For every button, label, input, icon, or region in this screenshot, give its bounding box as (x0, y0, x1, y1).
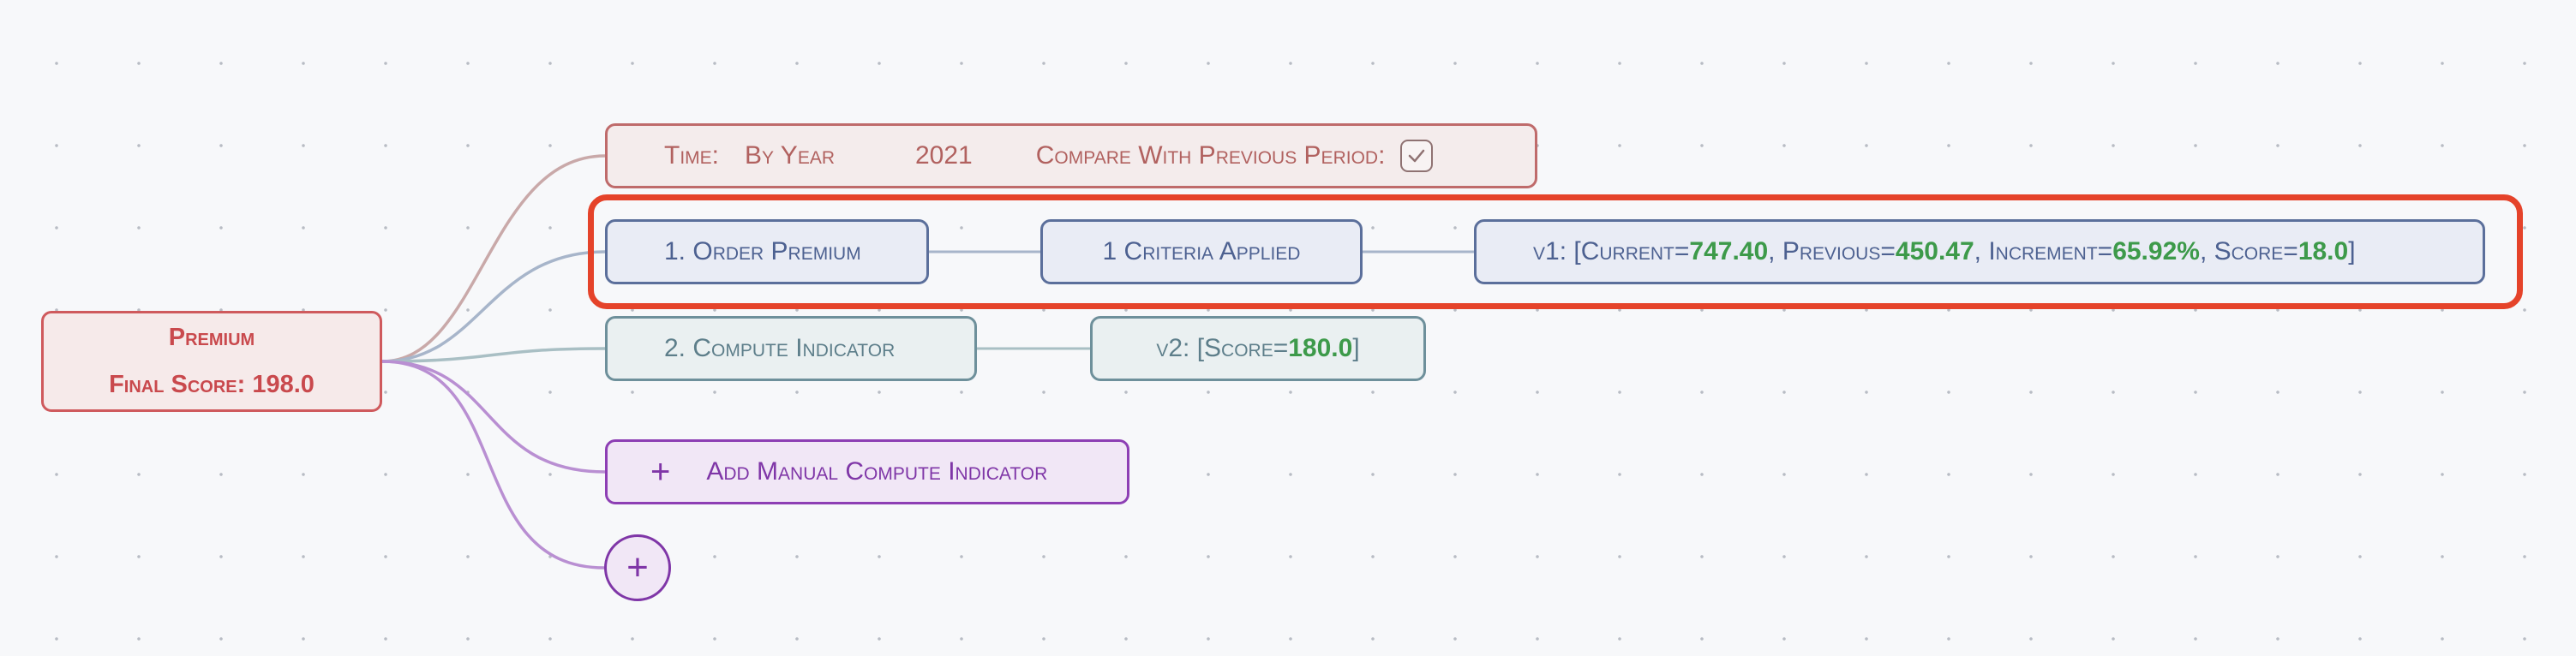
current-label: Current= (1580, 237, 1690, 265)
score-value: 180.0 (1288, 334, 1353, 362)
previous-value: 450.47 (1895, 237, 1974, 265)
plus-icon: + (650, 453, 671, 491)
indicator-label: 1. Order Premium (664, 237, 861, 265)
link-root-add-node (381, 360, 605, 570)
score-value: 18.0 (2297, 237, 2349, 265)
indicator-label: 2. Compute Indicator (664, 334, 896, 362)
value-prefix: v1: [ (1533, 237, 1581, 265)
time-filter-node[interactable]: Time: By Year 2021 Compare With Previous… (605, 123, 1537, 188)
time-period-select[interactable]: By Year (745, 141, 835, 170)
link-root-indicator2 (381, 347, 606, 363)
plus-icon: + (626, 546, 649, 588)
root-final-score: Final Score: 198.0 (109, 371, 315, 398)
add-manual-label: Add Manual Compute Indicator (706, 457, 1048, 486)
value-prefix: v2: [Score= (1156, 334, 1289, 362)
increment-label: , Increment= (1974, 237, 2113, 265)
link-root-time (381, 154, 606, 363)
score-label: , Score= (2199, 237, 2298, 265)
indicator-node-order-premium[interactable]: 1. Order Premium (605, 219, 929, 284)
compare-checkbox[interactable] (1400, 140, 1434, 172)
increment-value: 65.92% (2112, 237, 2200, 265)
previous-label: , Previous= (1768, 237, 1896, 265)
link-root-indicator1 (381, 250, 606, 363)
check-icon (1409, 149, 1425, 163)
current-value: 747.40 (1689, 237, 1769, 265)
value-node-v1[interactable]: v1: [ Current= 747.40 , Previous= 450.47… (1474, 219, 2485, 284)
year-select[interactable]: 2021 (915, 141, 973, 170)
root-title: Premium (168, 324, 255, 351)
compare-label: Compare With Previous Period: (1035, 141, 1386, 170)
value-suffix: ] (2348, 237, 2356, 265)
criteria-node[interactable]: 1 Criteria Applied (1040, 219, 1363, 284)
link-root-add-manual (381, 360, 606, 474)
value-node-v2[interactable]: v2: [Score= 180.0 ] (1090, 316, 1426, 381)
root-node-premium[interactable]: Premium Final Score: 198.0 (41, 311, 382, 412)
add-node-button[interactable]: + (604, 534, 671, 601)
criteria-label: 1 Criteria Applied (1102, 237, 1301, 265)
indicator-node-compute[interactable]: 2. Compute Indicator (605, 316, 977, 381)
value-suffix: ] (1352, 334, 1360, 362)
time-label: Time: (664, 141, 719, 170)
add-manual-indicator-button[interactable]: + Add Manual Compute Indicator (605, 439, 1129, 504)
